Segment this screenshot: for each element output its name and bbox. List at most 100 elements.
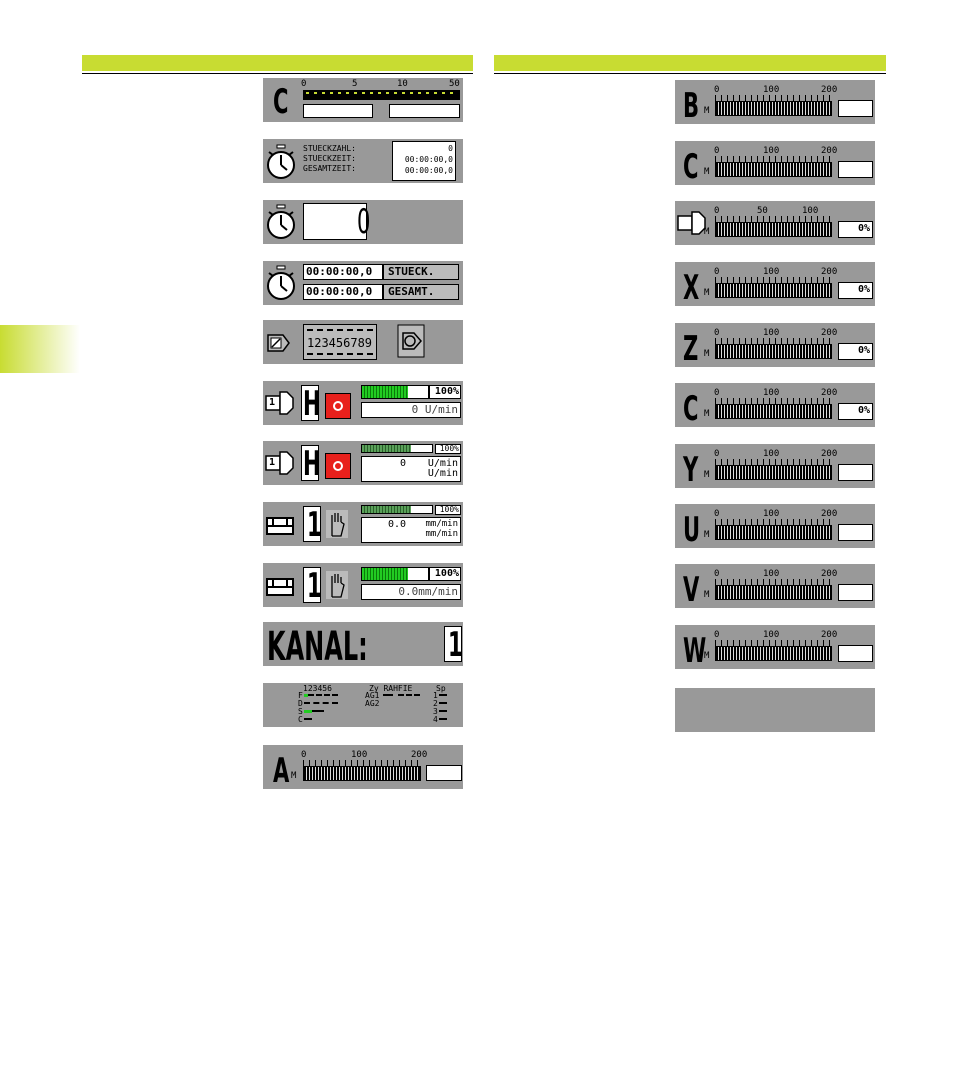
spindle-icon	[265, 451, 294, 475]
feed-panel-a: 1 100% 0.0 mm/min mm/min	[263, 502, 463, 546]
axis-bar	[715, 404, 832, 419]
stopwatch-icon	[267, 144, 295, 179]
axis-value: 0%	[838, 343, 873, 360]
tick-label: 0	[714, 146, 720, 156]
axis-bar	[715, 465, 832, 480]
spindle-panel-a: 1 H 100% 0 U/min	[263, 381, 463, 425]
status-ag1: AG1	[365, 691, 380, 700]
axis-value: 0%	[838, 403, 873, 420]
spindle-panel-b: 1 H 100% 0 U/min U/min	[263, 441, 463, 485]
kanal-panel: KANAL: 1	[263, 622, 463, 666]
axis-letter: C	[683, 389, 698, 427]
status-panel: 123456 Zy RAHFIE Sp F D S C AG1 AG2 1 2 …	[263, 683, 463, 727]
tick-label: 50	[757, 206, 768, 216]
feed-load-bar	[361, 505, 433, 514]
spindle-stop-button[interactable]	[325, 453, 351, 479]
status-header-1: 123456	[303, 684, 332, 693]
spindle-speed-value: 0	[400, 458, 407, 469]
tool-panel: 123456789	[263, 320, 463, 364]
tick-label: 200	[821, 85, 838, 95]
time-gesamt: 00:00:00,0	[303, 284, 383, 300]
tick-label: 200	[821, 328, 838, 338]
status-num-1: 1	[433, 691, 438, 700]
axis-sub: M	[704, 167, 710, 177]
tick-label: 50	[449, 79, 460, 89]
turret-icon	[397, 324, 425, 358]
label-stueckzahl: STUECKZAHL:	[303, 144, 356, 153]
tick-label: 200	[821, 509, 838, 519]
axis-sub: M	[704, 288, 710, 298]
a-axis-value	[426, 765, 462, 781]
c-value-box-1	[303, 104, 373, 118]
tick-label: 5	[352, 79, 358, 89]
feed-number: 1	[307, 566, 322, 606]
tick-label: 200	[821, 388, 838, 398]
spindle-unit-1: U/min	[427, 458, 458, 469]
feed-icon	[266, 517, 294, 535]
axis-bar	[715, 162, 832, 177]
label-stueck: STUECK.	[383, 264, 459, 280]
spindle-number: 1	[269, 457, 276, 468]
feed-value: 0.0	[388, 519, 407, 530]
feed-value: 0.0mm/min	[361, 584, 461, 600]
spindle-load-fill	[362, 386, 409, 398]
tick-label: 100	[763, 388, 780, 398]
feed-load-fill	[362, 568, 409, 580]
tick-label: 0	[301, 750, 307, 760]
time-stueck: 00:00:00,0	[303, 264, 383, 280]
tick-label: 200	[821, 146, 838, 156]
a-axis-panel: A M 0 100 200	[263, 745, 463, 789]
tick-label: 100	[763, 449, 780, 459]
chapter-tab	[0, 325, 80, 373]
feed-value-box: 0.0 mm/min mm/min	[361, 517, 461, 543]
axis-value	[838, 161, 873, 178]
feed-load-fill	[362, 506, 411, 513]
tool-edit-icon	[267, 334, 290, 352]
value-stueckzeit: 00:00:00,0	[404, 155, 453, 164]
axis-bar	[715, 344, 832, 359]
kanal-value-box[interactable]: 1	[444, 625, 463, 665]
axis-sub: M	[704, 349, 710, 359]
axis-sub: M	[704, 409, 710, 419]
axis-bar	[715, 222, 832, 237]
spindle-letter-box: H	[301, 444, 321, 484]
status-num-4: 4	[433, 715, 438, 724]
tick-label: 200	[821, 569, 838, 579]
axis-sub: M	[704, 651, 710, 661]
tick-label: 0	[714, 85, 720, 95]
tick-label: 0	[714, 630, 720, 640]
spindle-percent: 100%	[429, 385, 461, 399]
axis-letter: V	[683, 570, 699, 608]
status-num-3: 3	[433, 707, 438, 716]
axis-sub: M	[704, 530, 710, 540]
tick-label: 100	[763, 509, 780, 519]
axis-value	[838, 100, 873, 117]
axis-sub: M	[704, 106, 710, 116]
tick-label: 10	[397, 79, 408, 89]
tick-label: 0	[714, 449, 720, 459]
feed-percent: 100%	[435, 505, 461, 515]
axis-letter: W	[683, 631, 706, 669]
status-row-d: D	[298, 699, 303, 708]
kanal-value: 1	[448, 625, 463, 665]
status-header-3: Sp	[436, 684, 446, 693]
right-header-bar	[494, 55, 886, 74]
spindle-stop-button[interactable]	[325, 393, 351, 419]
tick-label: 0	[714, 206, 720, 216]
empty-panel	[675, 688, 875, 732]
axis-sub: M	[704, 590, 710, 600]
tick-label: 200	[821, 267, 838, 277]
axis-bar	[715, 646, 832, 661]
tick-label: 0	[714, 569, 720, 579]
tick-label: 100	[802, 206, 819, 216]
tool-number-box: 123456789	[303, 324, 377, 360]
big-counter-panel: 0	[263, 200, 463, 244]
axis-value: 0%	[838, 221, 873, 238]
tick-label: 200	[821, 630, 838, 640]
tick-label: 100	[763, 630, 780, 640]
tick-label: 0	[714, 509, 720, 519]
